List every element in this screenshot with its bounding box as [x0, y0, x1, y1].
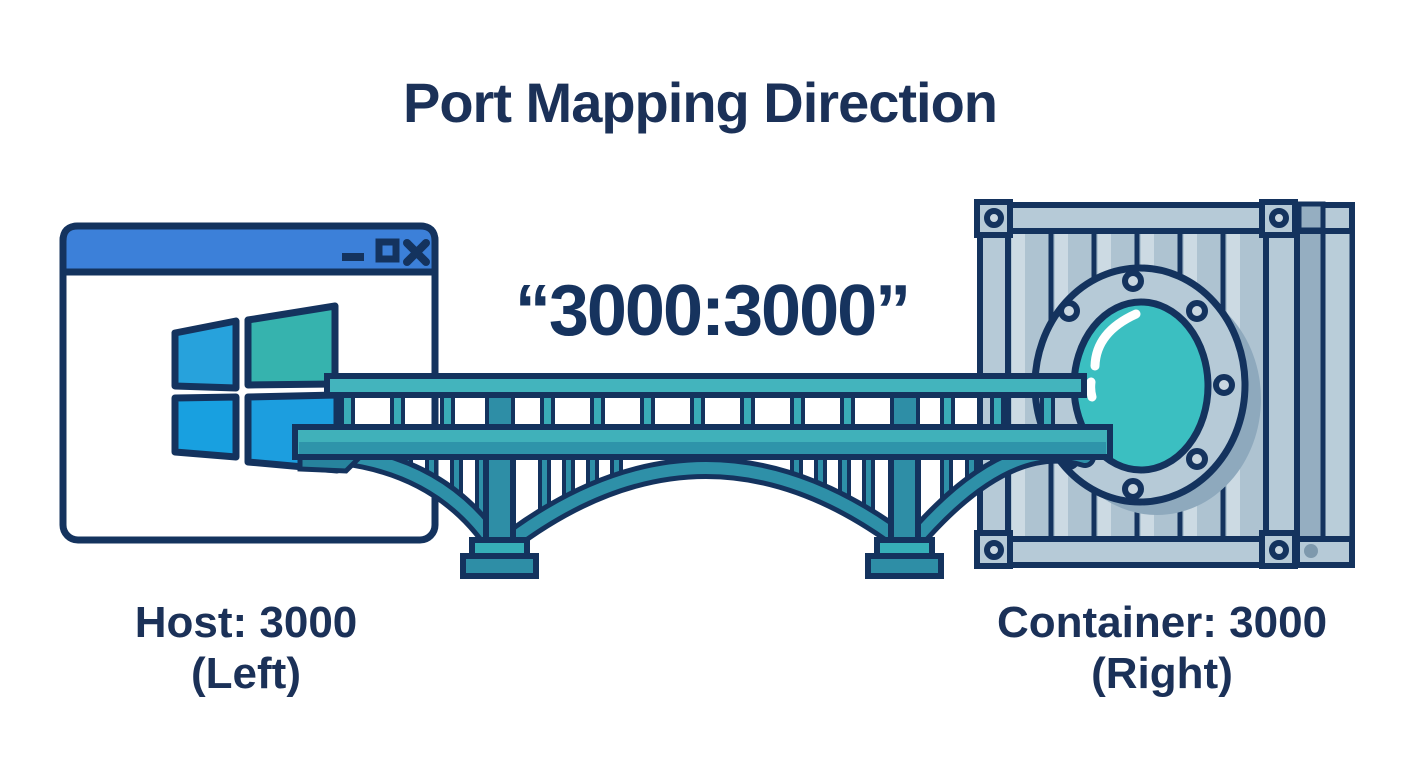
page-title: Port Mapping Direction — [403, 71, 998, 134]
container-side-face — [1294, 202, 1326, 568]
host-label-line1: Host: 3000 — [134, 598, 358, 647]
port-mapping-text: “3000:3000” — [514, 271, 911, 351]
container-label-line2: (Right) — [1091, 648, 1233, 698]
close-icon — [403, 239, 430, 266]
container-label-line1: Container: 3000 — [996, 598, 1328, 647]
host-label-line2: (Left) — [191, 648, 301, 698]
container-corner-plates — [974, 199, 1326, 569]
container-label: Container: 3000 (Right) — [997, 598, 1327, 699]
porthole-glass-highlight — [1086, 309, 1141, 402]
bridge-top-rail — [324, 373, 1087, 398]
bridge-piers — [460, 449, 944, 579]
bridge-icon — [292, 373, 1113, 579]
maximize-icon — [375, 238, 400, 263]
bridge-deck — [292, 424, 1113, 460]
host-label: Host: 3000 (Left) — [135, 598, 358, 699]
container-icon — [974, 199, 1355, 569]
host-window-icon — [59, 222, 439, 544]
